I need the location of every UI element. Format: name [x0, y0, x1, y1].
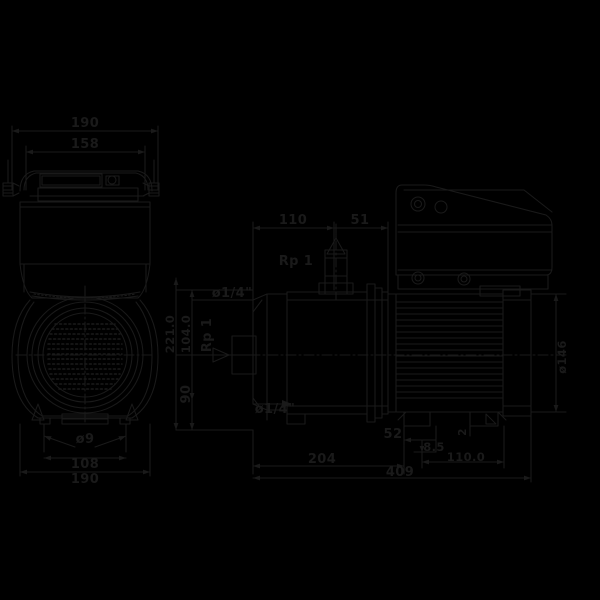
- dimension-labels: 190 158 ø9 108 190 110 51 Rp 1 221.0 104…: [71, 116, 569, 487]
- dim-side-overall-length: 409: [386, 465, 414, 480]
- dim-side-body-length: 204: [308, 452, 336, 467]
- dim-side-foot-width: 2: [457, 428, 469, 436]
- dim-front-bolt-spacing: 108: [71, 457, 99, 472]
- dim-side-suction-thread-side: Rp 1: [200, 318, 215, 353]
- dim-front-overall-width: 190: [71, 116, 99, 131]
- dim-side-suction-thread-lower: ø1/4": [255, 402, 296, 417]
- dim-side-top-left-length: 110: [279, 213, 307, 228]
- dim-side-foot-hole: 8.5: [423, 440, 445, 454]
- dim-front-hole-diameter: ø9: [76, 432, 95, 447]
- front-view-geometry: [2, 125, 160, 477]
- dim-side-suction-thread-upper: ø1/4": [212, 286, 253, 301]
- side-view-geometry: [173, 184, 567, 483]
- dim-side-foot-offset: 52: [384, 427, 403, 442]
- dim-front-base-width: 190: [71, 472, 99, 487]
- dim-side-motor-diameter: ø146: [555, 340, 569, 374]
- dim-side-top-right-length: 51: [351, 213, 370, 228]
- dim-side-discharge-thread: Rp 1: [279, 254, 314, 269]
- dim-side-foot-length: 110.0: [447, 450, 485, 464]
- dim-side-total-height: 221.0: [163, 315, 177, 353]
- dim-side-shaft-height: 90: [179, 385, 194, 404]
- dim-side-mid-height: 104.0: [179, 315, 193, 353]
- grille-mesh: [47, 323, 123, 390]
- dim-front-inner-width: 158: [71, 137, 99, 152]
